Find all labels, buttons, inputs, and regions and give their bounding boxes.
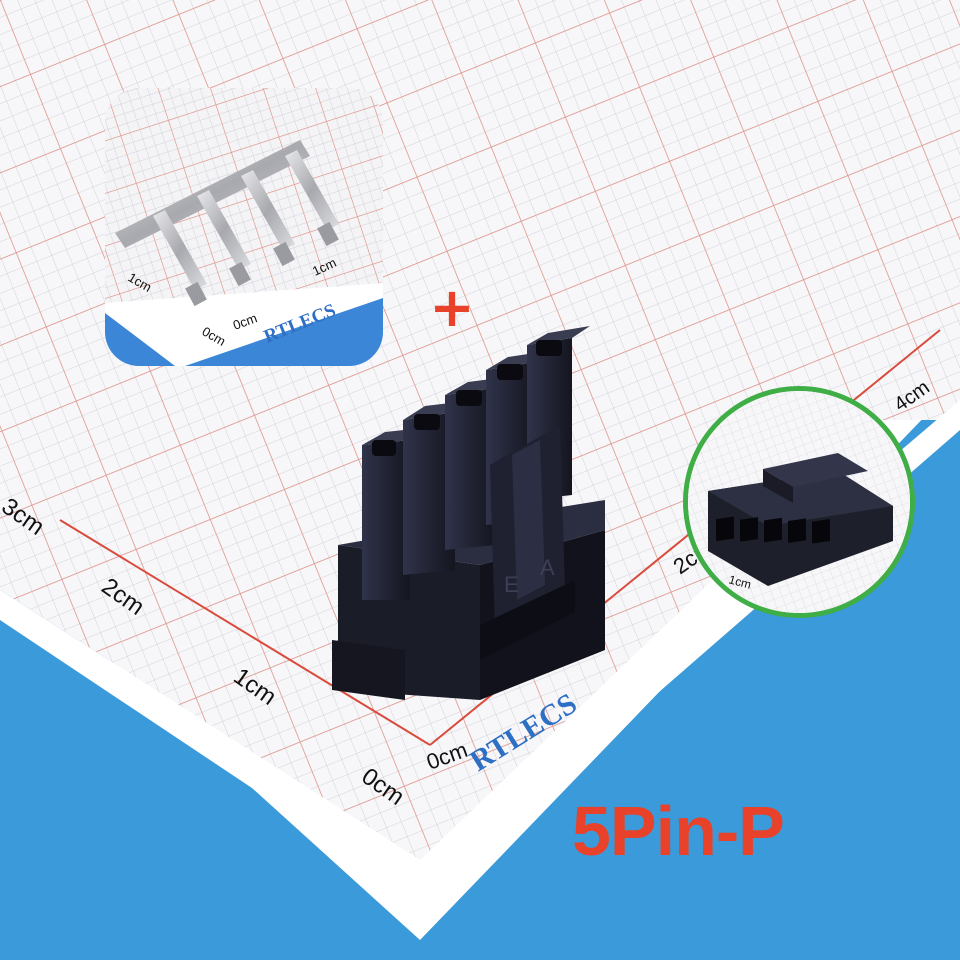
crimp-terminals (115, 140, 339, 307)
plus-symbol: + (429, 276, 475, 339)
front-view-inset: 1cm 2 (683, 386, 915, 618)
cutting-mat (0, 380, 960, 960)
housing-marking: E (504, 572, 519, 597)
housing-marking: A (540, 555, 555, 580)
product-label: 5Pin-P (572, 792, 785, 870)
scale-label: 1cm (727, 572, 753, 591)
terminals-inset: 1cm 1cm 0cm 0cm RTLECS (105, 88, 383, 366)
connector-front-view (708, 453, 893, 586)
connector-housing: E A (332, 326, 605, 700)
mat-border (0, 400, 960, 900)
terminal-cavities (362, 326, 590, 600)
